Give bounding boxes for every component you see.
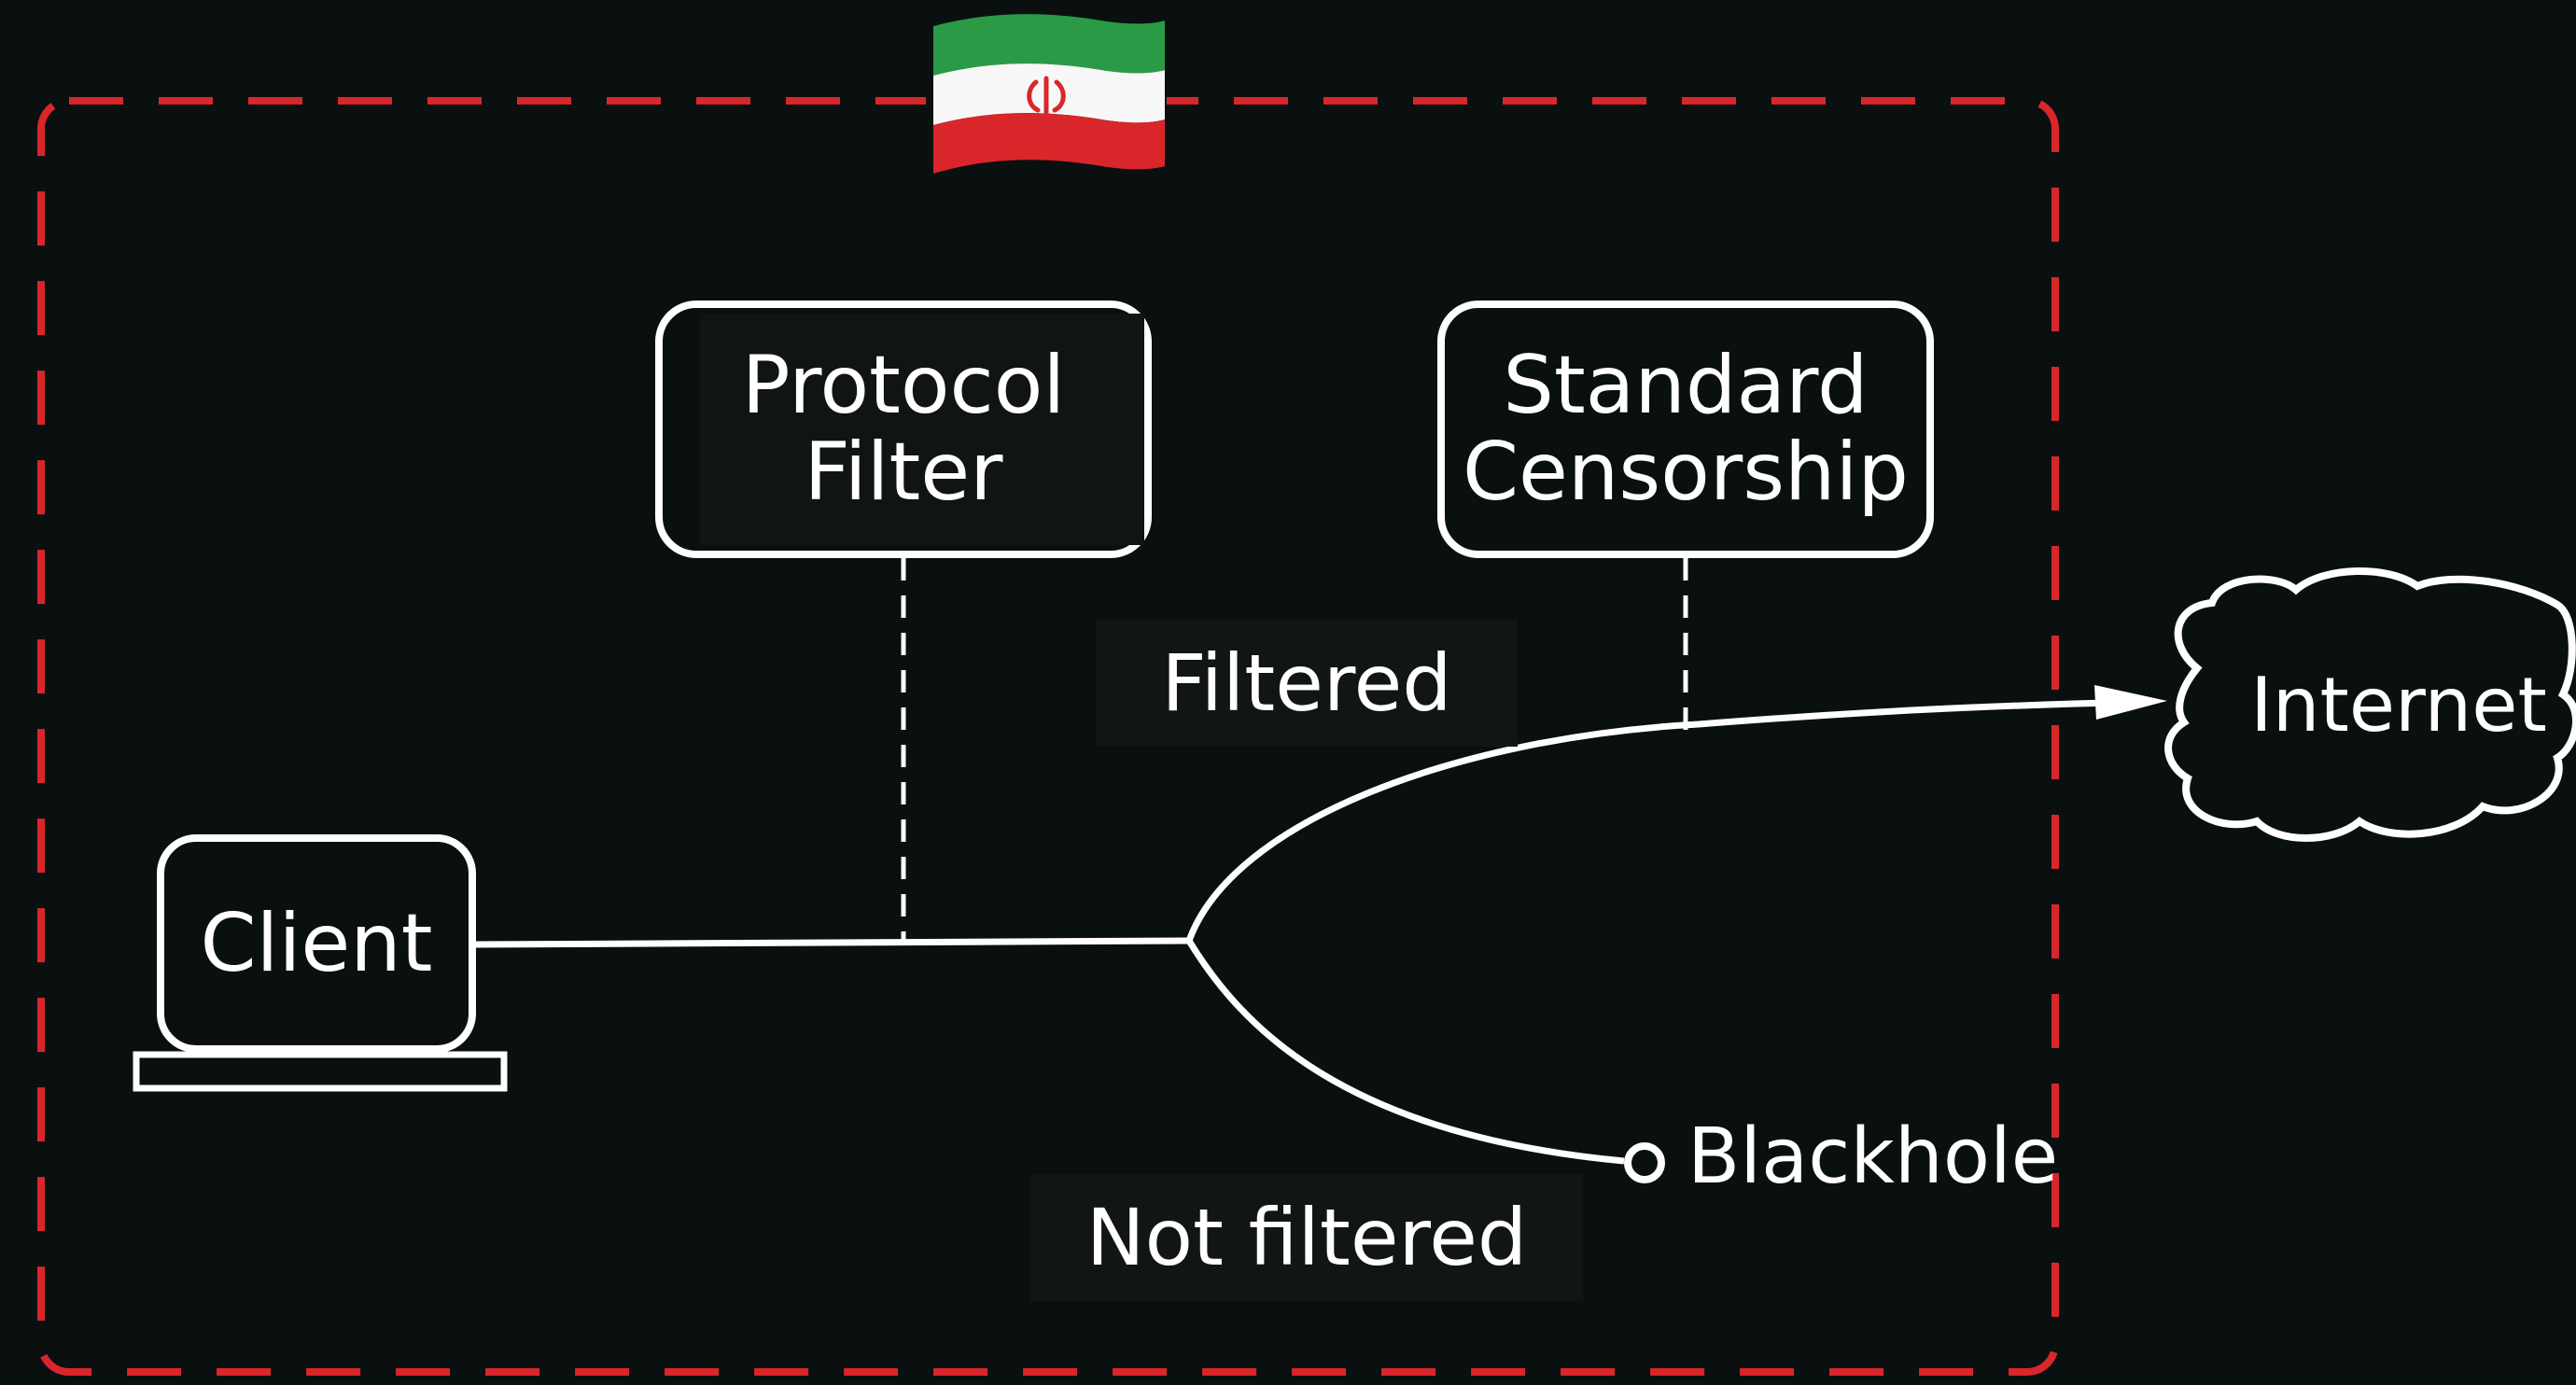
- internet-label: Internet: [2221, 653, 2576, 758]
- protocol-filter-label: Protocol Filter: [659, 304, 1148, 554]
- iran-flag-icon: [926, 14, 1167, 174]
- standard-censorship-label: Standard Censorship: [1441, 304, 1930, 554]
- protocol-filter-line2: Filter: [804, 426, 1003, 519]
- internet-path: [1185, 698, 2148, 943]
- client-label-text: Client: [200, 896, 433, 990]
- internet-cloud: [2164, 567, 2576, 842]
- blackhole-endpoint: [1624, 1142, 1665, 1183]
- standard-censorship-line1: Standard: [1503, 339, 1869, 433]
- internet-label-text: Internet: [2250, 661, 2547, 748]
- blackhole-label: Blackhole: [1687, 1112, 2059, 1201]
- country-border: [37, 97, 2059, 1376]
- internet-arrowhead: [2094, 685, 2167, 720]
- filtered-label: Filtered: [1096, 620, 1518, 747]
- client-laptop-base: [133, 1051, 508, 1092]
- standard-censorship-line2: Censorship: [1462, 426, 1910, 519]
- client-link: [471, 937, 1190, 948]
- blackhole-path: [1186, 939, 1625, 1165]
- protocol-filter-line1: Protocol: [741, 339, 1066, 433]
- standard-censorship-box: [1437, 301, 1934, 558]
- not-filtered-label: Not filtered: [1030, 1174, 1583, 1301]
- client-label: Client: [161, 838, 472, 1049]
